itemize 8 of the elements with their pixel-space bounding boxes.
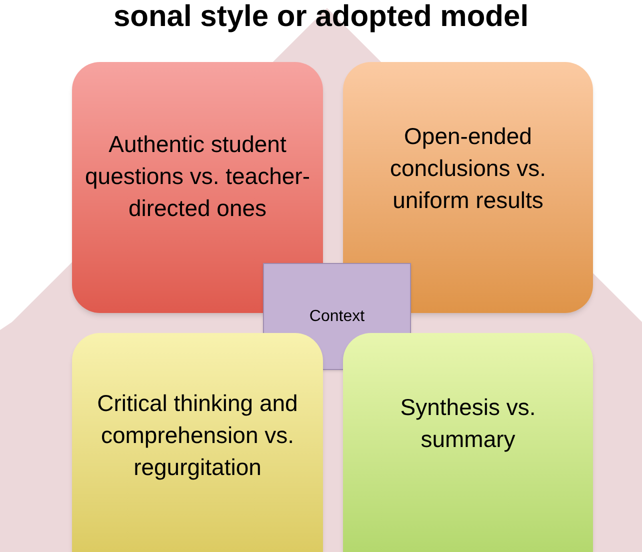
rounded-box (343, 333, 593, 552)
box-text: Context (309, 306, 365, 326)
box-text: Synthesis vs. summary (399, 392, 537, 454)
box-text: Critical thinking and comprehension vs. regurgitation (96, 388, 299, 482)
box-text: Authentic student questions vs. teacher-directed ones (84, 130, 311, 222)
rounded-box (72, 333, 323, 552)
box-text: Open-ended conclusions vs. uniform results (389, 122, 547, 214)
title: sonal style or adopted model (112, 0, 530, 34)
